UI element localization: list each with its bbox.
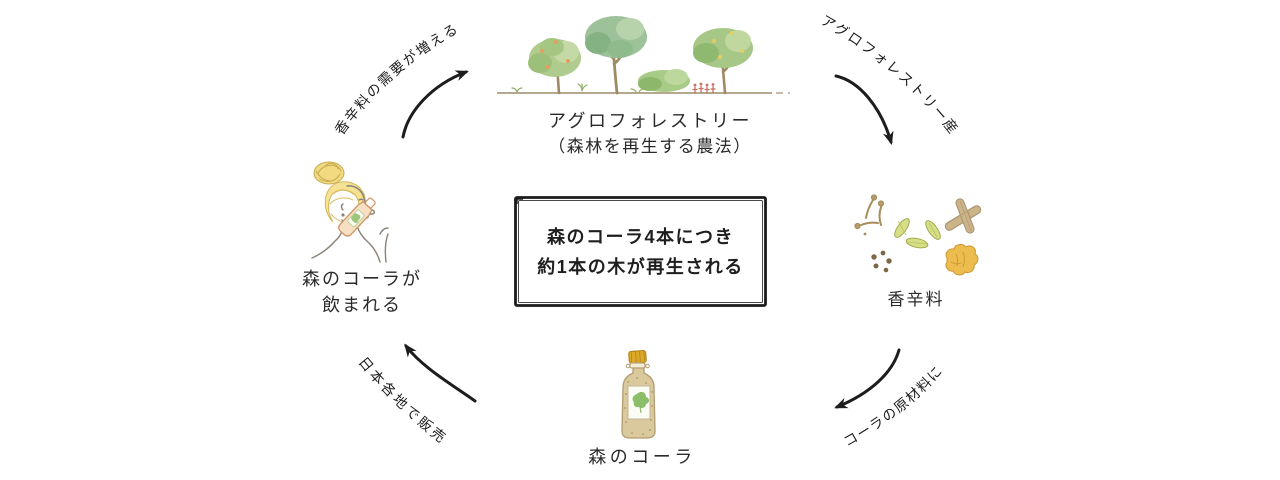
arrow-agroforestry-to-spices <box>834 74 894 146</box>
cola-label: 森のコーラ <box>588 447 696 467</box>
bottle-label <box>627 385 651 420</box>
arrow-label-produced: アグロフォレストリー産 <box>818 12 962 138</box>
agroforestry-label-line2: （森林を再生する農法） <box>548 137 752 156</box>
woman-drinking-illustration <box>311 161 389 263</box>
hand-held-bottle <box>338 197 376 237</box>
key-fact-line1: 森のコーラ4本につき <box>546 226 734 247</box>
tiny-people <box>692 82 716 94</box>
arrow-drinking-to-agroforestry <box>401 70 469 139</box>
hair-bun <box>313 161 345 185</box>
spices-label: 香辛料 <box>887 290 945 309</box>
sketch-border <box>514 196 767 307</box>
sprouts <box>511 83 645 93</box>
cardamom-pods <box>894 218 941 249</box>
arrow-label-sales: 日本各地で販売 <box>356 354 451 448</box>
spices-illustration <box>854 194 982 276</box>
cinnamon-sticks <box>944 198 982 234</box>
bottle-cap <box>628 350 647 364</box>
arrow-cola-to-drinking <box>404 343 477 403</box>
tall-tree <box>585 16 647 95</box>
key-fact-line2: 約1本の木が再生される <box>537 256 744 277</box>
drinking-label: 森のコーラが 飲まれる <box>283 266 441 318</box>
key-fact-box: 森のコーラ4本につき 約1本の木が再生される <box>513 195 768 308</box>
arrow-spices-to-cola <box>834 348 901 409</box>
bush <box>638 69 690 92</box>
arrow-label-demand: 香辛料の需要が増える <box>331 20 461 138</box>
agroforestry-label-line1: アグロフォレストリー <box>547 111 753 131</box>
cloves <box>854 194 885 236</box>
peppercorns <box>871 250 892 273</box>
arrow-label-ingredient: コーラの原材料に <box>841 362 946 450</box>
agroforestry-trees-illustration <box>497 16 790 95</box>
tree-with-yellow-fruit <box>693 28 753 95</box>
eye <box>358 198 364 201</box>
drinking-label-line1: 森のコーラが <box>302 269 422 289</box>
earring <box>341 213 345 217</box>
drinking-label-line2: 飲まれる <box>322 295 402 315</box>
ginger-root <box>945 244 979 276</box>
cola-bottle-illustration <box>621 350 656 439</box>
tree-with-orange-fruit <box>528 38 581 95</box>
bottle-speckles <box>624 377 653 435</box>
